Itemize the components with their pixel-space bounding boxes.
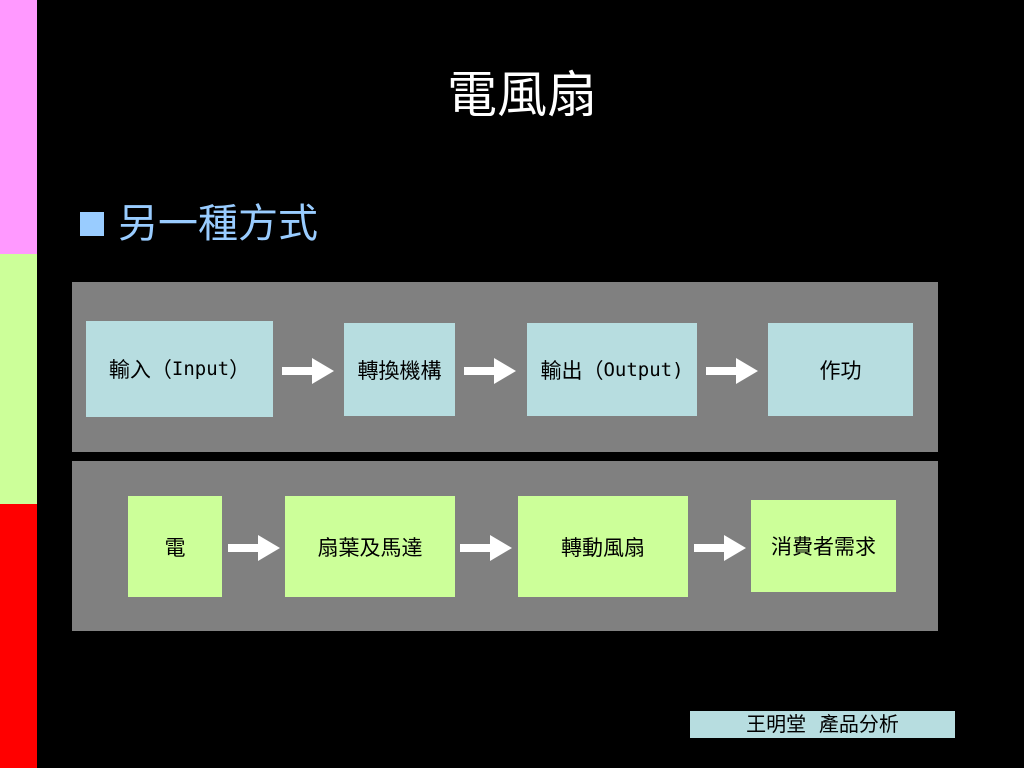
flow-box-output: 輸出（Output) — [527, 323, 697, 416]
slide-title: 電風扇 — [447, 66, 597, 124]
right-arrow-icon — [228, 535, 280, 561]
right-arrow-icon — [464, 358, 516, 384]
flow-box-rotate-fan-label: 轉動風扇 — [561, 535, 645, 560]
flow-box-input-prefix: 輸入（ — [108, 358, 172, 382]
flow-box-input: 輸入（Input） — [86, 321, 273, 417]
flow-box-electricity: 電 — [128, 496, 222, 597]
flow-box-input-suffix: ） — [229, 358, 251, 382]
flow-box-input-term: Input — [171, 358, 230, 380]
flow-box-conversion: 轉換機構 — [344, 323, 455, 416]
flow-box-blades-motor-label: 扇葉及馬達 — [317, 535, 423, 560]
bullet-item: 另一種方式 — [80, 198, 318, 250]
square-bullet-icon — [80, 212, 104, 236]
flow-box-output-prefix: 輸出（ — [540, 358, 604, 383]
right-arrow-icon — [460, 535, 512, 561]
bullet-text: 另一種方式 — [118, 201, 318, 247]
flow-box-consumer-demand-label: 消費者需求 — [771, 535, 876, 559]
side-stripe-pink — [0, 0, 37, 254]
flow-box-work: 作功 — [768, 323, 913, 416]
flow-box-conversion-label: 轉換機構 — [357, 358, 442, 383]
flow-box-consumer-demand: 消費者需求 — [751, 500, 896, 592]
right-arrow-icon — [694, 535, 746, 561]
flow-box-electricity-label: 電 — [164, 535, 186, 560]
flow-box-output-term: Output) — [603, 358, 684, 381]
side-stripe-green — [0, 254, 37, 504]
right-arrow-icon — [282, 358, 334, 384]
flow-box-rotate-fan: 轉動風扇 — [518, 496, 688, 597]
right-arrow-icon — [706, 358, 758, 384]
side-stripe-red — [0, 504, 37, 768]
flow-box-work-label: 作功 — [819, 358, 862, 383]
footer-caption: 王明堂 產品分析 — [690, 711, 955, 738]
flow-box-blades-motor: 扇葉及馬達 — [285, 496, 455, 597]
